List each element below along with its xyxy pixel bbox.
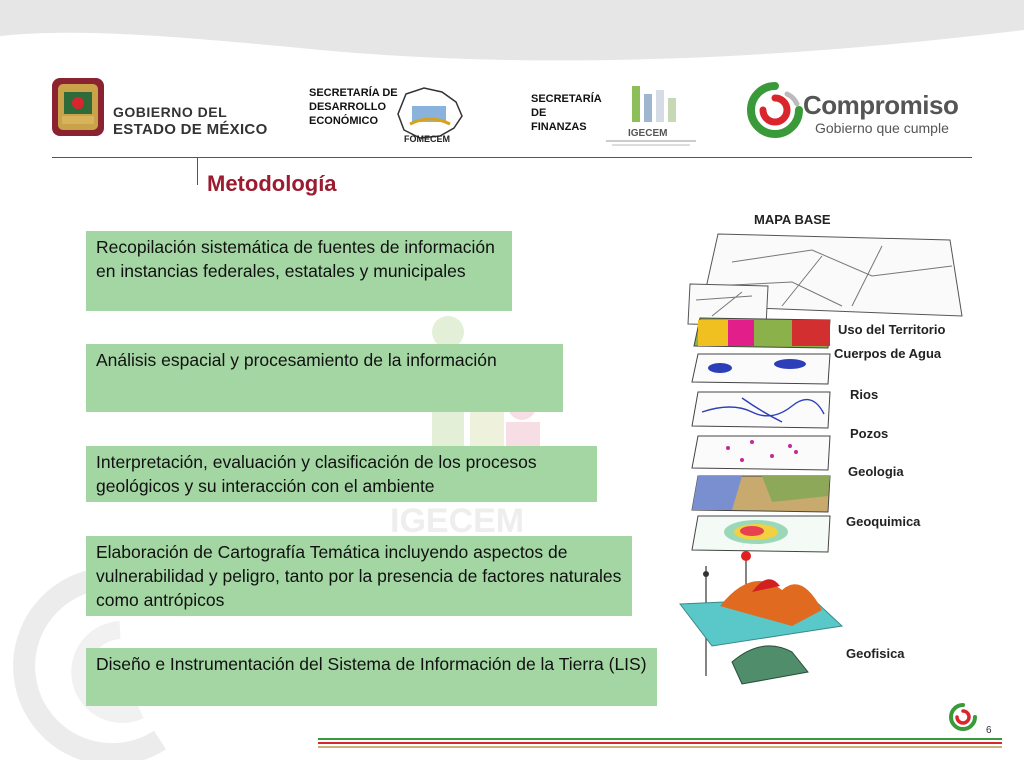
layer-label-pozos: Pozos bbox=[850, 426, 888, 441]
compromiso-title: Compromiso bbox=[803, 90, 959, 120]
estado-de-mexico-shield-icon bbox=[52, 78, 104, 136]
secretaria-desarrollo-economico-text: SECRETARÍA DE DESARROLLO ECONÓMICO bbox=[309, 86, 398, 128]
layer-label-geologia: Geologia bbox=[848, 464, 904, 479]
sec-fin-line-1: SECRETARÍA bbox=[531, 93, 602, 105]
layer-label-agua: Cuerpos de Agua bbox=[834, 346, 942, 361]
footer-compromiso-logo-icon bbox=[949, 703, 977, 731]
layer-label-geoquimica: Geoquimica bbox=[846, 514, 921, 529]
layer-label-geofisica: Geofisica bbox=[846, 646, 905, 661]
fomecem-logo-text: FOMECEM bbox=[404, 134, 450, 144]
igecem-logo-text: IGECEM bbox=[628, 128, 667, 139]
slide-title: Metodología bbox=[207, 171, 337, 196]
page-number: 6 bbox=[986, 725, 992, 736]
secretaria-finanzas-text: SECRETARÍA DE FINANZAS bbox=[531, 92, 602, 134]
footer-lines-decoration bbox=[318, 738, 1002, 748]
sec-dev-line-1: SECRETARÍA DE bbox=[309, 87, 398, 99]
layers-title: MAPA BASE bbox=[754, 212, 831, 227]
header-divider bbox=[52, 157, 972, 158]
gov-line-2: ESTADO DE MÉXICO bbox=[113, 121, 268, 138]
gis-layers-figure: MAPA BASE Uso del Territorio Cuerpos de … bbox=[679, 212, 963, 685]
method-step-2: Análisis espacial y procesamiento de la … bbox=[86, 344, 563, 412]
gov-line-1: GOBIERNO DEL bbox=[113, 104, 228, 120]
top-swoosh-decoration bbox=[0, 0, 1024, 61]
title-divider bbox=[197, 157, 198, 185]
layer-label-rios: Rios bbox=[850, 387, 878, 402]
sec-fin-line-2: DE bbox=[531, 107, 547, 119]
method-step-5: Diseño e Instrumentación del Sistema de … bbox=[86, 648, 657, 706]
fomecem-logo-icon: FOMECEM bbox=[397, 87, 463, 144]
sec-dev-line-2: DESARROLLO bbox=[309, 101, 386, 113]
watermark-text: IGECEM bbox=[390, 502, 524, 540]
gobierno-estado-mexico-text: GOBIERNO DEL ESTADO DE MÉXICO bbox=[113, 104, 268, 138]
compromiso-logo-icon bbox=[747, 82, 803, 138]
method-step-1: Recopilación sistemática de fuentes de i… bbox=[86, 231, 512, 311]
layer-label-uso: Uso del Territorio bbox=[838, 322, 945, 337]
compromiso-subtitle: Gobierno que cumple bbox=[815, 120, 949, 136]
igecem-logo-icon: IGECEM bbox=[606, 86, 696, 146]
method-step-4: Elaboración de Cartografía Temática incl… bbox=[86, 536, 632, 616]
sec-fin-line-3: FINANZAS bbox=[531, 121, 587, 133]
method-step-3: Interpretación, evaluación y clasificaci… bbox=[86, 446, 597, 502]
compromiso-watermark-circle bbox=[13, 567, 166, 760]
sec-dev-line-3: ECONÓMICO bbox=[309, 115, 379, 127]
